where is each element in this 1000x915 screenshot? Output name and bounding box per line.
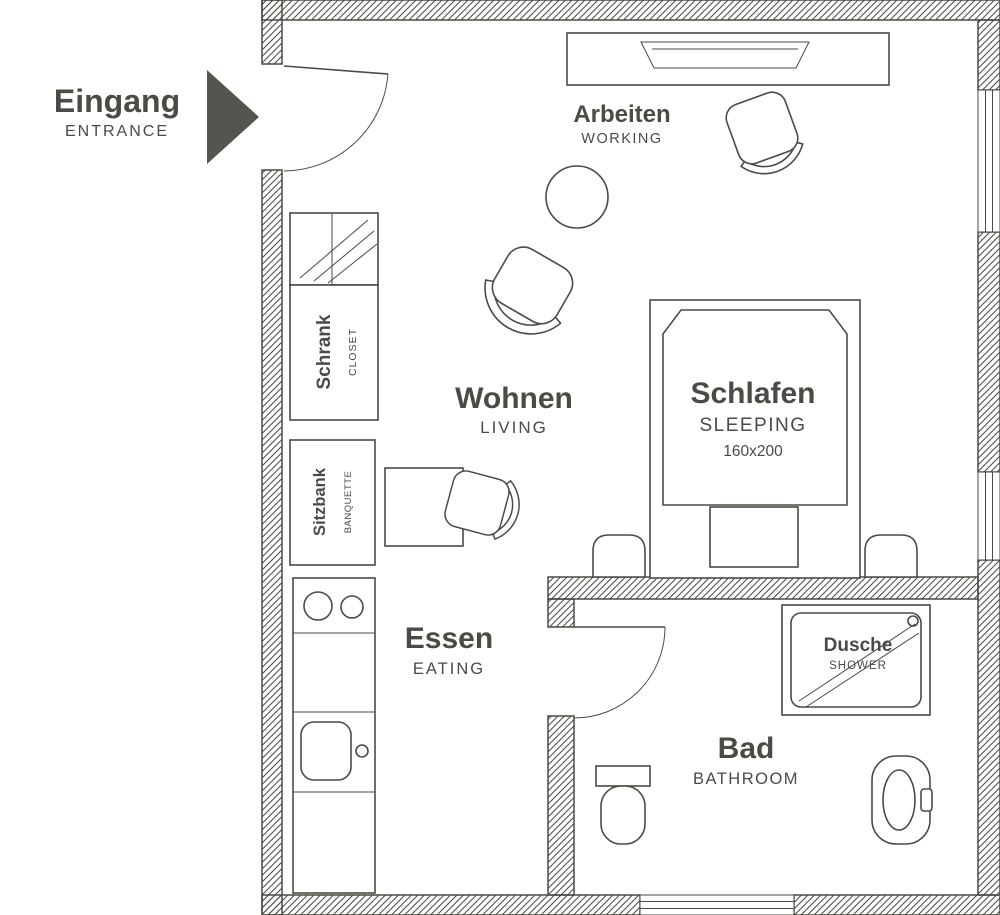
entrance-door-leaf bbox=[283, 65, 389, 75]
desk-chair bbox=[725, 91, 804, 175]
sleeping-label-en: SLEEPING bbox=[699, 415, 806, 436]
banquette-label-en: BANQUETTE bbox=[343, 471, 354, 534]
side-table bbox=[545, 165, 609, 229]
armchair bbox=[484, 246, 574, 335]
coat-rack bbox=[289, 212, 379, 286]
entrance-arrow-icon bbox=[207, 70, 259, 164]
nightstand-left bbox=[592, 534, 646, 578]
room-label-shower: Dusche SHOWER bbox=[824, 635, 893, 672]
entrance-door bbox=[262, 63, 389, 172]
window-bottom bbox=[639, 894, 795, 915]
closet-label-de: Schrank bbox=[314, 314, 335, 389]
sleeping-label-de: Schlafen bbox=[690, 377, 815, 410]
wall-right-mid bbox=[977, 231, 1000, 473]
kitchen-faucet bbox=[355, 744, 369, 758]
wall-left bbox=[261, 169, 283, 915]
wall-right-top bbox=[977, 19, 1000, 91]
toilet bbox=[595, 765, 651, 845]
eating-label-de: Essen bbox=[405, 622, 493, 655]
entrance-label-de: Eingang bbox=[54, 83, 180, 119]
shower-label-en: SHOWER bbox=[829, 660, 887, 672]
bathroom-door bbox=[548, 626, 666, 719]
wall-bottom-right bbox=[793, 894, 1000, 915]
room-label-bathroom: Bad BATHROOM bbox=[693, 732, 799, 788]
wall-bathroom-vertical-bottom bbox=[547, 715, 575, 896]
eating-label-en: EATING bbox=[413, 660, 485, 678]
window-right-lower bbox=[977, 471, 1000, 561]
bathroom-door-swing-arc bbox=[573, 626, 666, 719]
kitchen-counter bbox=[292, 577, 376, 894]
room-label-eating: Essen EATING bbox=[405, 622, 493, 678]
wall-top bbox=[261, 0, 1000, 21]
bed-size-label: 160x200 bbox=[723, 443, 783, 460]
room-label-living: Wohnen LIVING bbox=[455, 382, 573, 437]
working-label-en: WORKING bbox=[581, 131, 662, 147]
shower-tray bbox=[781, 604, 931, 716]
closet bbox=[289, 284, 379, 421]
bed bbox=[649, 299, 861, 579]
dining-chair bbox=[444, 470, 520, 540]
banquette-bench bbox=[289, 439, 376, 566]
entrance-door-swing-arc bbox=[283, 73, 389, 172]
bed-duvet bbox=[662, 309, 848, 506]
room-label-working: Arbeiten WORKING bbox=[573, 101, 670, 147]
label-closet: Schrank CLOSET bbox=[314, 314, 359, 389]
bed-pillow bbox=[709, 506, 799, 568]
bathroom-sink bbox=[871, 755, 933, 845]
windows bbox=[639, 89, 1000, 915]
room-label-sleeping: Schlafen SLEEPING 160x200 bbox=[690, 377, 815, 460]
shower-drain bbox=[907, 615, 919, 627]
living-label-en: LIVING bbox=[480, 418, 548, 437]
living-label-de: Wohnen bbox=[455, 382, 573, 415]
banquette-label-de: Sitzbank bbox=[311, 467, 329, 536]
wall-bathroom-vertical-top bbox=[547, 598, 575, 628]
bathroom-faucet bbox=[920, 788, 933, 812]
nightstand-right bbox=[864, 534, 918, 578]
desk bbox=[566, 32, 890, 86]
bathroom-label-en: BATHROOM bbox=[693, 770, 799, 788]
kitchen-sink bbox=[300, 721, 352, 781]
bathroom-label-de: Bad bbox=[718, 732, 775, 765]
working-label-de: Arbeiten bbox=[573, 101, 670, 128]
shower-label-de: Dusche bbox=[824, 635, 893, 656]
window-right-upper bbox=[977, 89, 1000, 233]
stove-burner-left bbox=[303, 591, 333, 621]
entrance-annotation: Eingang ENTRANCE bbox=[54, 70, 259, 164]
closet-label-en: CLOSET bbox=[347, 328, 359, 376]
wall-right-bottom bbox=[977, 559, 1000, 896]
wall-bottom-left bbox=[261, 894, 641, 915]
wall-left-above-door bbox=[261, 0, 283, 65]
laptop-icon bbox=[640, 41, 810, 69]
stove-burner-right bbox=[340, 595, 364, 619]
label-banquette: Sitzbank BANQUETTE bbox=[311, 467, 354, 536]
wall-bathroom-horizontal bbox=[547, 576, 979, 600]
entrance-label-en: ENTRANCE bbox=[65, 123, 169, 140]
